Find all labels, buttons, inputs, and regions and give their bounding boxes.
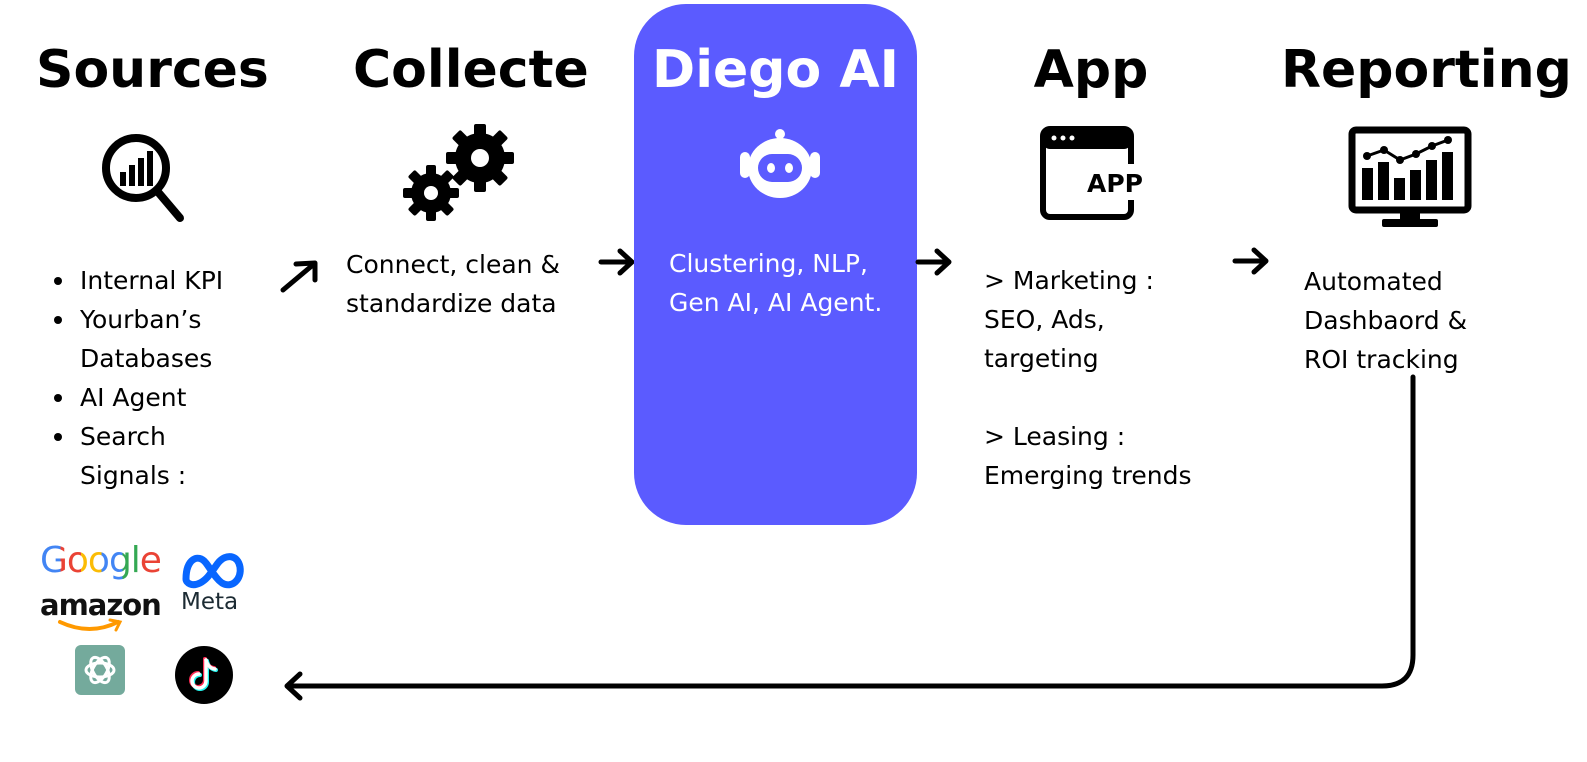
gears-icon (403, 124, 514, 221)
source-item-ai-agent: AI Agent (54, 378, 300, 417)
collecte-title: Collecte (353, 40, 589, 100)
sources-title: Sources (36, 40, 269, 100)
amazon-logo: amazon (40, 588, 162, 622)
arrow-app-to-reporting (1232, 247, 1269, 275)
app-description: > Marketing : SEO, Ads, targeting > Leas… (984, 266, 1192, 490)
reporting-description: Automated Dashbaord & ROI tracking (1304, 267, 1468, 374)
collecte-description: Connect, clean & standardize data (346, 250, 560, 318)
app-title: App (1033, 40, 1149, 100)
diego-ai-panel (634, 4, 917, 525)
arrow-sources-to-collecte (280, 260, 318, 293)
source-item-internal-kpi: Internal KPI (54, 261, 300, 300)
magnifier-chart-icon (102, 134, 184, 222)
amazon-smile-icon (58, 618, 123, 632)
app-window-icon: APP (1040, 126, 1144, 220)
monitor-chart-icon (1348, 126, 1472, 227)
diego-ai-title: Diego AI (652, 40, 899, 100)
arrow-collecte-to-ai (598, 248, 635, 276)
google-logo: Google (40, 540, 162, 581)
meta-infinity-icon (182, 553, 244, 589)
meta-logo-text: Meta (181, 589, 239, 615)
reporting-title: Reporting (1281, 40, 1572, 100)
arrow-ai-to-app (915, 248, 952, 276)
robot-icon (740, 129, 820, 198)
tiktok-logo-icon (175, 646, 233, 704)
diego-ai-description: Clustering, NLP, Gen AI, AI Agent. (669, 249, 883, 317)
chatgpt-logo-icon (75, 645, 125, 695)
app-icon-label: APP (1087, 169, 1143, 198)
